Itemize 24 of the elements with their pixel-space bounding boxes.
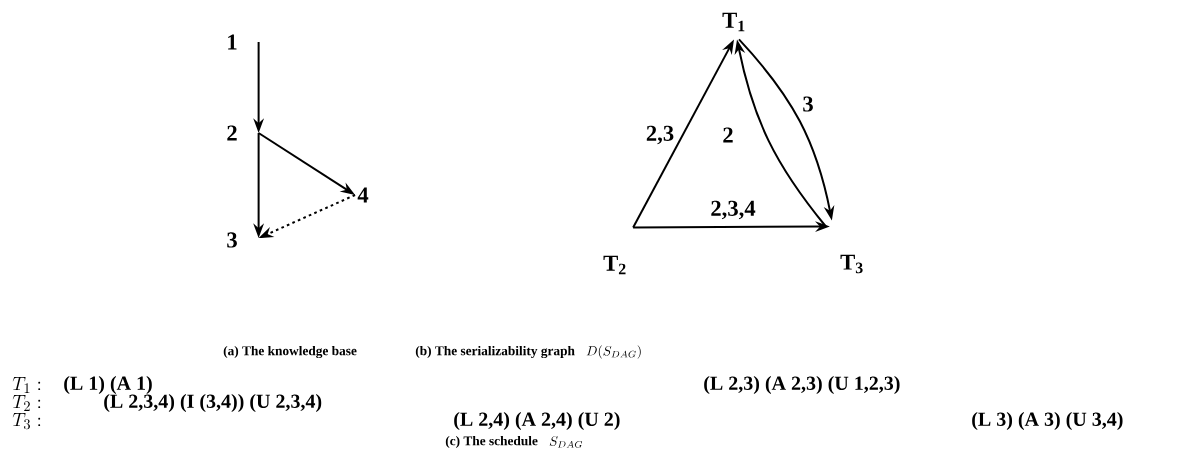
schedule-operations: (L 3) (A 3) (U 3,4) — [972, 411, 1123, 431]
caption: (b) The serializability graph — [415, 345, 575, 359]
formula: $T_2:$ — [12, 395, 41, 411]
formula: $T_1:$ — [12, 377, 41, 393]
formula: $S_{DAG}$ — [549, 436, 583, 448]
schedule-operations: (L 2,3,4) (I (3,4)) (U 2,3,4) — [104, 393, 322, 413]
schedule-operations: (L 2,3) (A 2,3) (U 1,2,3) — [704, 375, 900, 395]
formula: $T_3:$ — [12, 413, 41, 430]
schedule-operations: (L 2,4) (A 2,4) (U 2) — [454, 411, 620, 431]
edge-label: 3 — [801, 95, 815, 113]
formula: $D(S_{DAG})$ — [586, 345, 641, 359]
edge-label: 2,3 — [644, 124, 676, 146]
vertex-label: 3 — [227, 232, 237, 248]
schedule-operations: (L 1) (A 1) — [64, 375, 152, 395]
caption: (c) The schedule — [445, 435, 538, 449]
edge-label: 2,3,4 — [709, 199, 757, 221]
transaction-label: T$_{3}$ — [840, 254, 863, 274]
transaction-label: T$_{2}$ — [603, 255, 626, 275]
transaction-label: T$_{1}$ — [722, 12, 745, 32]
edge-label: 2 — [721, 126, 735, 144]
vertex-label: 4 — [357, 187, 369, 203]
vertex-label: 2 — [227, 125, 237, 141]
vertex-label: 1 — [228, 34, 237, 50]
caption: (a) The knowledge base — [223, 345, 357, 359]
